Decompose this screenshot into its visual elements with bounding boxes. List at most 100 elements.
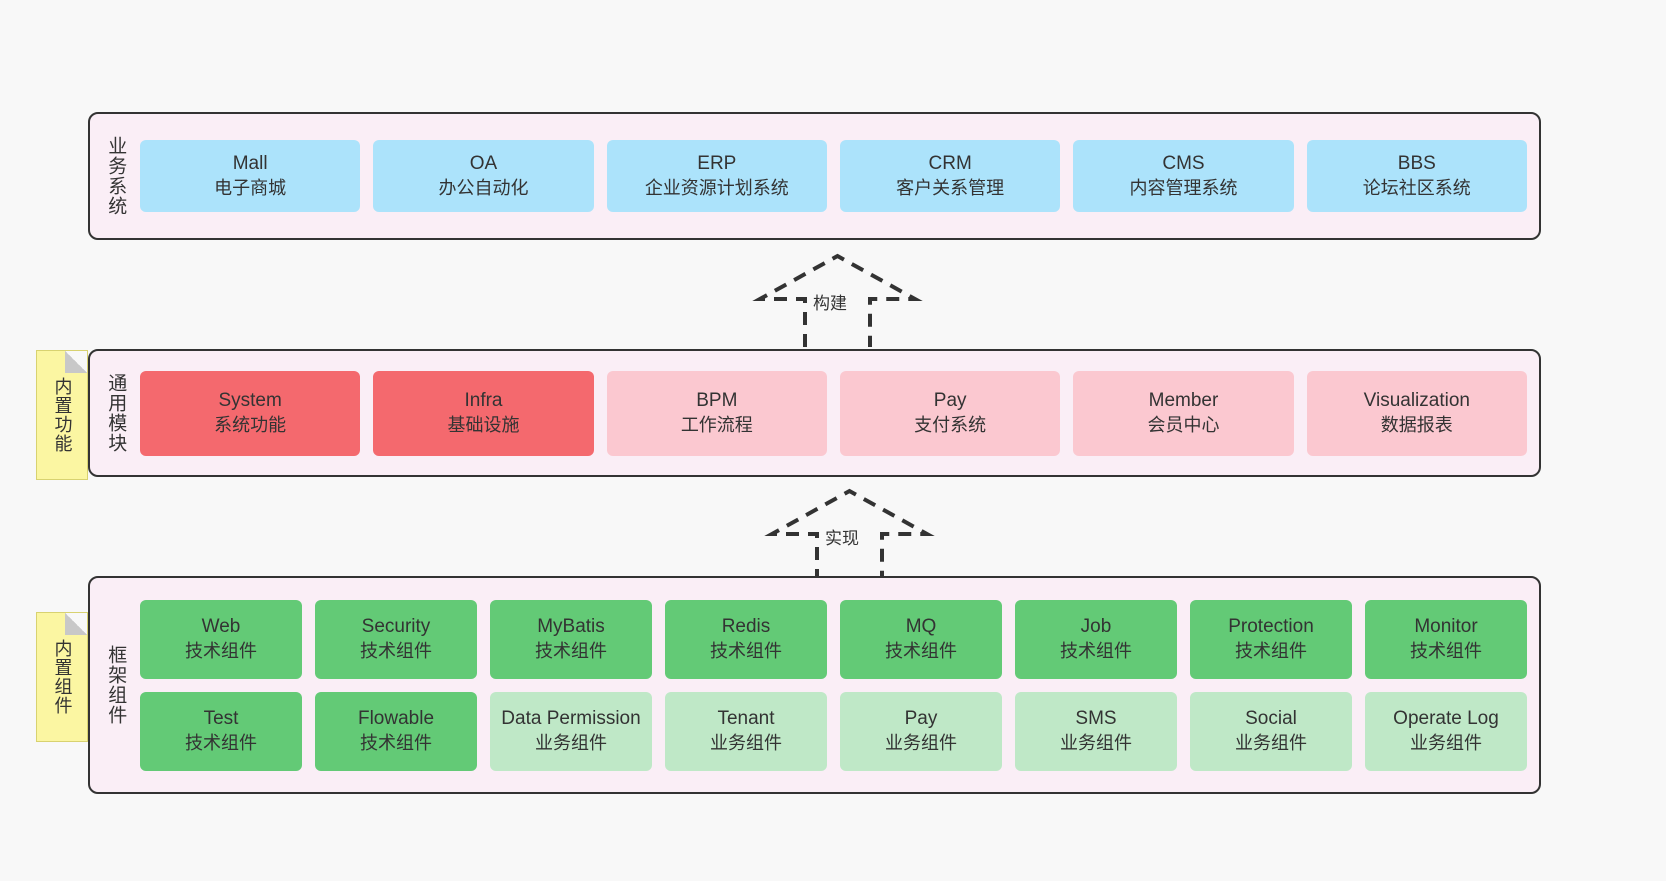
card-title: OA <box>469 153 498 175</box>
card-title: Pay <box>933 390 967 412</box>
layer-common-modules: 通用模块 System 系统功能 Infra 基础设施 BPM 工作流程 Pay… <box>88 349 1541 477</box>
card-subtitle: 业务组件 <box>535 732 607 753</box>
card-social[interactable]: Social 业务组件 <box>1190 691 1352 771</box>
card-subtitle: 技术组件 <box>360 732 432 753</box>
card-flowable[interactable]: Flowable 技术组件 <box>315 691 477 771</box>
layer-body-common-modules: System 系统功能 Infra 基础设施 BPM 工作流程 Pay 支付系统… <box>140 351 1539 475</box>
card-title: Data Permission <box>501 708 641 730</box>
layer-title-business-systems: 业务系统 <box>105 136 127 216</box>
card-cms[interactable]: CMS 内容管理系统 <box>1073 140 1294 212</box>
card-title: System <box>218 390 282 412</box>
card-subtitle: 技术组件 <box>360 640 432 661</box>
card-system[interactable]: System 系统功能 <box>140 370 361 456</box>
card-subtitle: 技术组件 <box>710 640 782 661</box>
card-redis[interactable]: Redis 技术组件 <box>665 599 827 679</box>
layer-business-systems: 业务系统 Mall 电子商城 OA 办公自动化 ERP 企业资源计划系统 CRM… <box>88 112 1541 240</box>
card-subtitle: 业务组件 <box>710 732 782 753</box>
dashed-up-arrow-icon <box>764 488 935 582</box>
card-subtitle: 技术组件 <box>185 732 257 753</box>
card-title: Operate Log <box>1393 708 1499 730</box>
card-subtitle: 工作流程 <box>680 414 753 435</box>
card-subtitle: 内容管理系统 <box>1129 177 1238 198</box>
card-sms[interactable]: SMS 业务组件 <box>1015 691 1177 771</box>
card-title: Flowable <box>357 708 435 730</box>
card-row: Web 技术组件 Security 技术组件 MyBatis 技术组件 Redi… <box>140 599 1527 679</box>
note-builtin-functions: 内置功能 <box>36 350 88 480</box>
card-title: Test <box>203 708 239 730</box>
card-bpm[interactable]: BPM 工作流程 <box>606 370 827 456</box>
card-job[interactable]: Job 技术组件 <box>1015 599 1177 679</box>
card-subtitle: 技术组件 <box>535 640 607 661</box>
card-subtitle: 技术组件 <box>1060 640 1132 661</box>
layer-framework-components: 框架组件 Web 技术组件 Security 技术组件 MyBatis 技术组件… <box>88 576 1541 794</box>
card-title: Member <box>1148 390 1219 412</box>
card-subtitle: 技术组件 <box>1235 640 1307 661</box>
card-title: BPM <box>696 390 738 412</box>
card-erp[interactable]: ERP 企业资源计划系统 <box>606 140 827 212</box>
card-web[interactable]: Web 技术组件 <box>140 599 302 679</box>
card-pay-module[interactable]: Pay 支付系统 <box>839 370 1061 456</box>
card-title: MQ <box>905 616 937 638</box>
note-label: 内置组件 <box>52 639 73 715</box>
card-title: Pay <box>904 708 938 730</box>
card-pay-component[interactable]: Pay 业务组件 <box>840 691 1002 771</box>
card-title: Redis <box>721 616 771 638</box>
connector-build: 构建 <box>750 252 925 347</box>
card-title: Social <box>1245 708 1297 730</box>
card-title: Mall <box>232 153 268 175</box>
card-test[interactable]: Test 技术组件 <box>140 691 302 771</box>
card-infra[interactable]: Infra 基础设施 <box>373 370 594 456</box>
connector-label: 构建 <box>813 294 847 313</box>
card-subtitle: 客户关系管理 <box>896 177 1005 198</box>
card-subtitle: 论坛社区系统 <box>1362 177 1471 198</box>
card-subtitle: 企业资源计划系统 <box>644 177 789 198</box>
card-title: BBS <box>1397 153 1436 175</box>
card-oa[interactable]: OA 办公自动化 <box>373 140 594 212</box>
layer-body-business-systems: Mall 电子商城 OA 办公自动化 ERP 企业资源计划系统 CRM 客户关系… <box>140 114 1539 238</box>
card-title: CRM <box>928 153 972 175</box>
card-protection[interactable]: Protection 技术组件 <box>1190 599 1352 679</box>
card-row: Test 技术组件 Flowable 技术组件 Data Permission … <box>140 691 1527 771</box>
card-subtitle: 基础设施 <box>447 414 520 435</box>
card-title: Monitor <box>1414 616 1478 638</box>
card-subtitle: 业务组件 <box>885 732 957 753</box>
connector-implement: 实现 <box>762 487 937 582</box>
card-subtitle: 会员中心 <box>1147 414 1220 435</box>
card-operate-log[interactable]: Operate Log 业务组件 <box>1365 691 1527 771</box>
card-subtitle: 支付系统 <box>914 414 987 435</box>
card-title: Job <box>1080 616 1112 638</box>
card-tenant[interactable]: Tenant 业务组件 <box>665 691 827 771</box>
card-subtitle: 技术组件 <box>1410 640 1482 661</box>
card-crm[interactable]: CRM 客户关系管理 <box>839 140 1061 212</box>
card-mybatis[interactable]: MyBatis 技术组件 <box>490 599 652 679</box>
card-subtitle: 数据报表 <box>1380 414 1453 435</box>
card-subtitle: 技术组件 <box>185 640 257 661</box>
note-label: 内置功能 <box>52 377 73 453</box>
card-bbs[interactable]: BBS 论坛社区系统 <box>1306 140 1527 212</box>
card-title: Tenant <box>717 708 775 730</box>
card-row: Mall 电子商城 OA 办公自动化 ERP 企业资源计划系统 CRM 客户关系… <box>140 140 1527 212</box>
card-data-permission[interactable]: Data Permission 业务组件 <box>490 691 652 771</box>
card-security[interactable]: Security 技术组件 <box>315 599 477 679</box>
card-subtitle: 技术组件 <box>885 640 957 661</box>
card-title: Security <box>361 616 431 638</box>
card-visualization[interactable]: Visualization 数据报表 <box>1306 370 1527 456</box>
card-title: Web <box>201 616 241 638</box>
card-title: Infra <box>464 390 503 412</box>
card-title: ERP <box>697 153 737 175</box>
card-row: System 系统功能 Infra 基础设施 BPM 工作流程 Pay 支付系统… <box>140 370 1527 456</box>
dashed-up-arrow-icon <box>752 253 923 347</box>
card-mq[interactable]: MQ 技术组件 <box>840 599 1002 679</box>
note-builtin-components: 内置组件 <box>36 612 88 742</box>
card-member[interactable]: Member 会员中心 <box>1073 370 1294 456</box>
card-subtitle: 系统功能 <box>214 414 287 435</box>
card-subtitle: 办公自动化 <box>438 177 529 198</box>
card-subtitle: 业务组件 <box>1410 732 1482 753</box>
card-subtitle: 业务组件 <box>1060 732 1132 753</box>
card-subtitle: 电子商城 <box>214 177 287 198</box>
layer-title-framework-components: 框架组件 <box>105 645 127 725</box>
card-mall[interactable]: Mall 电子商城 <box>140 140 361 212</box>
layer-body-framework-components: Web 技术组件 Security 技术组件 MyBatis 技术组件 Redi… <box>140 578 1539 792</box>
card-monitor[interactable]: Monitor 技术组件 <box>1365 599 1527 679</box>
